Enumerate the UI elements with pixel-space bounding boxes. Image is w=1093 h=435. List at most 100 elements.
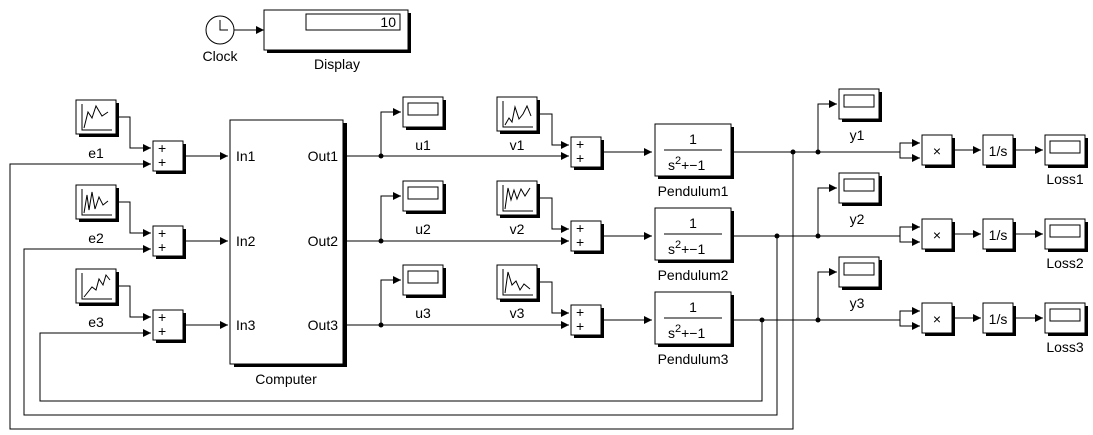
svg-text:+: + [158, 239, 166, 255]
svg-text:u1: u1 [415, 137, 431, 153]
wires-out1 [343, 108, 569, 160]
svg-text:+: + [158, 323, 166, 339]
svg-text:s2+−1: s2+−1 [668, 239, 705, 257]
scope-u2[interactable]: u2 [402, 180, 446, 237]
noise-source-v3[interactable]: v3 [496, 264, 540, 321]
svg-text:×: × [933, 311, 941, 327]
clock-label: Clock [202, 48, 238, 64]
svg-text:+: + [576, 304, 584, 320]
port-in2: In2 [236, 233, 256, 249]
error-source-e1[interactable]: e1 [75, 99, 119, 161]
product-block-3[interactable]: × [921, 302, 955, 336]
clock-block[interactable]: Clock [202, 15, 238, 64]
svg-text:+: + [576, 150, 584, 166]
scope-u1[interactable]: u1 [402, 96, 446, 153]
scope-icon [1049, 140, 1081, 154]
computer-label: Computer [255, 371, 317, 387]
svg-text:1/s: 1/s [989, 143, 1008, 159]
scope-icon [1049, 224, 1081, 238]
svg-text:+: + [576, 220, 584, 236]
svg-text:+: + [576, 136, 584, 152]
svg-text:1/s: 1/s [989, 227, 1008, 243]
wire-e1-sum [116, 116, 151, 152]
integrator-block-2[interactable]: 1/s [982, 218, 1016, 252]
wire-e2-sum [116, 201, 151, 237]
svg-text:Pendulum2: Pendulum2 [658, 267, 729, 283]
pendulum2-block[interactable]: 1 s2+−1 Pendulum2 [654, 207, 734, 283]
integrator-block-3[interactable]: 1/s [982, 302, 1016, 336]
sum-block-2[interactable]: + + [152, 225, 186, 259]
svg-text:Loss3: Loss3 [1046, 339, 1084, 355]
noise-source-v1[interactable]: v1 [496, 96, 540, 153]
svg-text:y2: y2 [850, 211, 865, 227]
scope-icon [407, 186, 439, 200]
svg-text:v2: v2 [510, 221, 525, 237]
display-block[interactable]: 10 Display [263, 9, 411, 72]
scope-loss1[interactable]: Loss1 [1044, 134, 1088, 187]
display-label: Display [314, 56, 360, 72]
computer-subsystem[interactable]: In1 In2 In3 Out1 Out2 Out3 Computer [229, 119, 347, 387]
error-source-e2[interactable]: e2 [75, 184, 119, 246]
svg-text:+: + [576, 234, 584, 250]
pendulum1-block[interactable]: 1 s2+−1 Pendulum1 [654, 123, 734, 199]
svg-text:1/s: 1/s [989, 311, 1008, 327]
svg-text:1: 1 [689, 131, 697, 147]
svg-text:+: + [158, 154, 166, 170]
pendulum3-block[interactable]: 1 s2+−1 Pendulum3 [654, 291, 734, 367]
svg-text:v1: v1 [510, 137, 525, 153]
e2-label: e2 [88, 230, 104, 246]
sum-block-1[interactable]: + + [152, 140, 186, 174]
scope-icon [843, 178, 875, 192]
svg-text:u3: u3 [415, 305, 431, 321]
svg-text:y3: y3 [850, 295, 865, 311]
svg-text:u2: u2 [415, 221, 431, 237]
product-block-1[interactable]: × [921, 134, 955, 168]
port-out3: Out3 [308, 317, 339, 333]
scope-y2[interactable]: y2 [838, 172, 882, 227]
sum-block-3[interactable]: + + [152, 309, 186, 343]
svg-text:y1: y1 [850, 127, 865, 143]
error-source-e3[interactable]: e3 [75, 268, 119, 330]
svg-text:s2+−1: s2+−1 [668, 323, 705, 341]
wires-out3 [343, 276, 569, 329]
clock-icon [219, 20, 228, 31]
noise-sum-block-3[interactable]: + + [570, 304, 604, 338]
svg-text:×: × [933, 143, 941, 159]
noise-sum-block-2[interactable]: + + [570, 220, 604, 254]
integrator-block-1[interactable]: 1/s [982, 134, 1016, 168]
scope-y3[interactable]: y3 [838, 256, 882, 311]
product-block-2[interactable]: × [921, 218, 955, 252]
signal-waveform-icon [504, 187, 531, 210]
svg-text:v3: v3 [510, 305, 525, 321]
svg-text:s2+−1: s2+−1 [668, 155, 705, 173]
scope-icon [1049, 308, 1081, 322]
port-out1: Out1 [308, 148, 339, 164]
scope-y1[interactable]: y1 [838, 88, 882, 143]
port-out2: Out2 [308, 233, 339, 249]
feedback-loop-1 [9, 152, 794, 430]
noise-sum-block-1[interactable]: + + [570, 136, 604, 170]
scope-icon [843, 94, 875, 108]
scope-icon [407, 270, 439, 284]
e3-label: e3 [88, 314, 104, 330]
svg-text:Pendulum1: Pendulum1 [658, 183, 729, 199]
e1-label: e1 [88, 145, 104, 161]
scope-u3[interactable]: u3 [402, 264, 446, 321]
feedback-loop-2 [23, 236, 778, 416]
scope-loss2[interactable]: Loss2 [1044, 218, 1088, 271]
svg-text:1: 1 [689, 299, 697, 315]
scope-icon [407, 102, 439, 116]
svg-text:Pendulum3: Pendulum3 [658, 351, 729, 367]
signal-waveform-icon [83, 104, 109, 129]
svg-text:+: + [158, 225, 166, 241]
feedback-loop-3 [39, 320, 763, 402]
scope-icon [843, 262, 875, 276]
scope-loss3[interactable]: Loss3 [1044, 302, 1088, 355]
signal-waveform-icon [504, 271, 531, 294]
svg-text:×: × [933, 227, 941, 243]
signal-waveform-icon [504, 104, 532, 126]
noise-source-v2[interactable]: v2 [496, 180, 540, 237]
svg-text:+: + [576, 318, 584, 334]
svg-text:Loss2: Loss2 [1046, 255, 1084, 271]
